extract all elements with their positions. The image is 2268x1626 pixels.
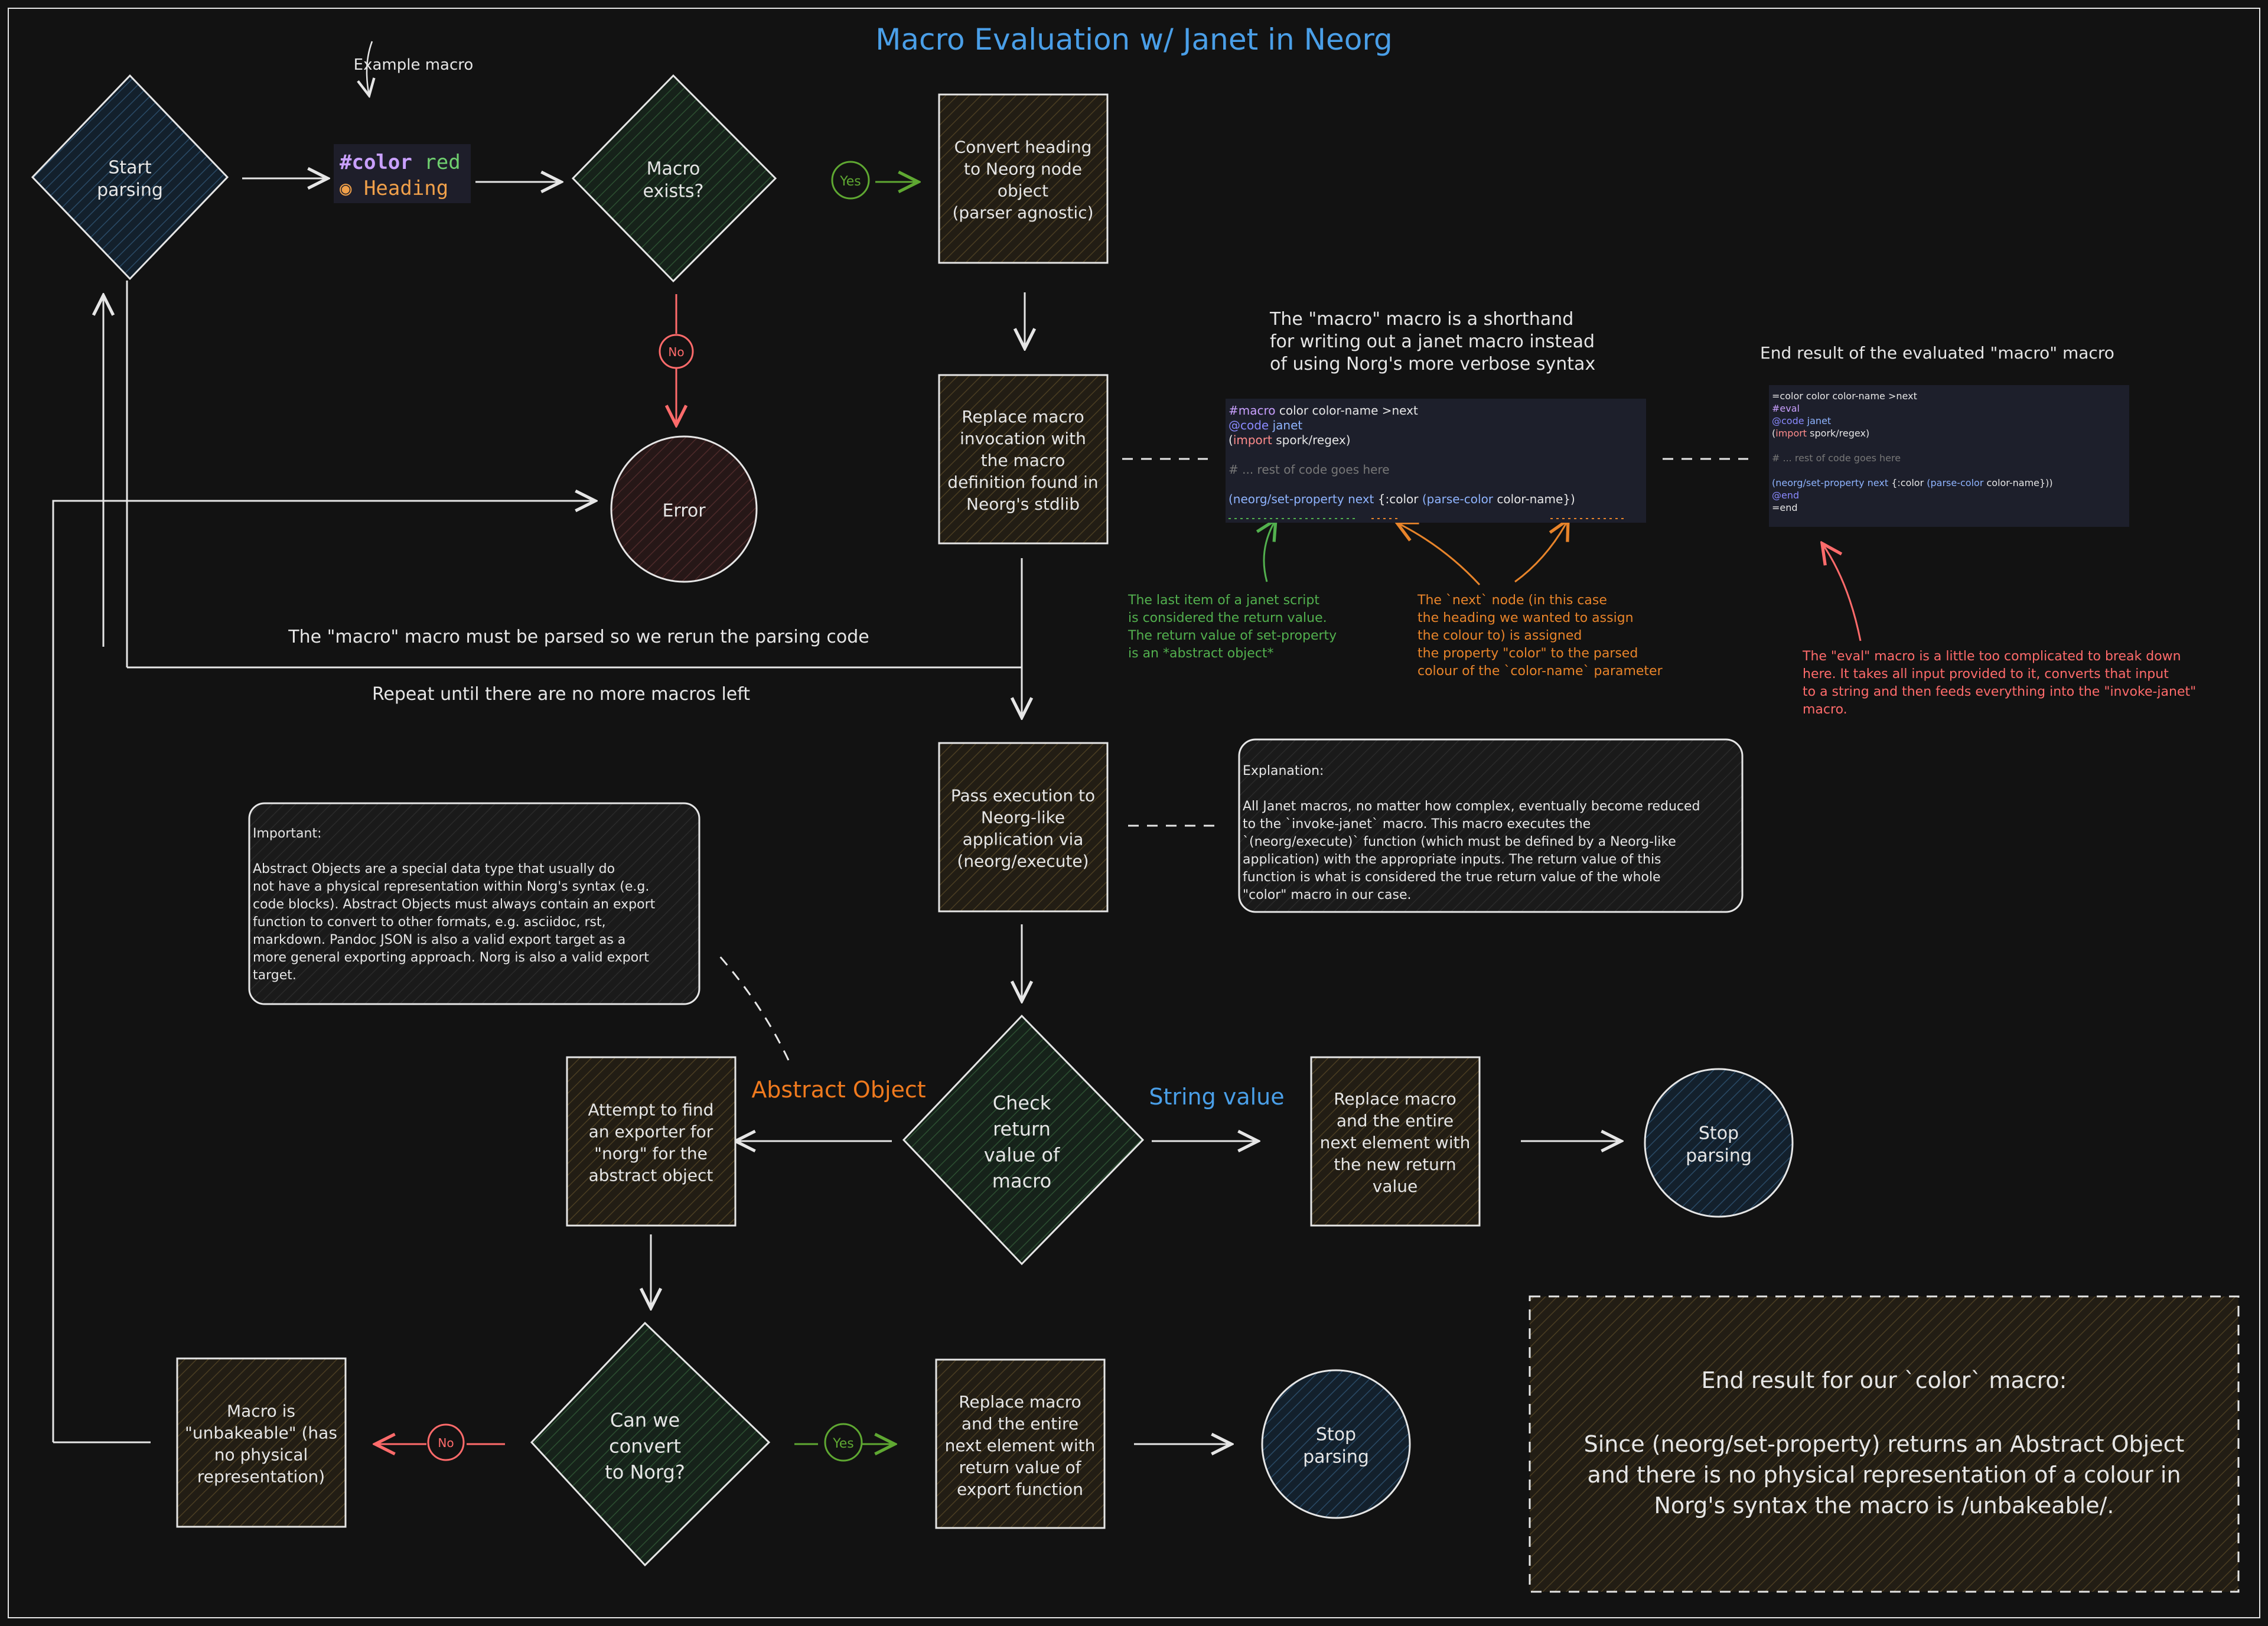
code-line: #macro color color-name >next bbox=[1228, 403, 1418, 418]
svg-text:Explanation:All Janet macros,: Explanation:All Janet macros, no matter … bbox=[1243, 764, 1700, 902]
code-line: (neorg/set-property next {:color (parse-… bbox=[1228, 492, 1575, 506]
important-note-box: Important:Abstract Objects are a special… bbox=[248, 802, 700, 1005]
code-line: @code janet bbox=[1228, 418, 1302, 432]
repeat-note: Repeat until there are no more macros le… bbox=[372, 684, 750, 705]
svg-text:Since (neorg/set-property) ret: Since (neorg/set-property) returns an Ab… bbox=[1584, 1431, 2185, 1519]
code-line: # ... rest of code goes here bbox=[1228, 462, 1390, 477]
edges bbox=[52, 41, 1621, 1444]
svg-text:Yes: Yes bbox=[832, 1436, 854, 1451]
diagram-title: Macro Evaluation w/ Janet in Neorg bbox=[875, 22, 1393, 57]
example-macro-box: #color red ◉ Heading bbox=[334, 144, 471, 203]
svg-text:No: No bbox=[438, 1436, 454, 1450]
svg-text:◉ Heading: ◉ Heading bbox=[340, 177, 448, 200]
svg-text:Error: Error bbox=[662, 501, 706, 522]
code-line: # ... rest of code goes here bbox=[1772, 452, 1901, 464]
svg-text:#color red: #color red bbox=[340, 151, 461, 174]
yes-badge-2: Yes bbox=[824, 1423, 863, 1462]
code-line: (import spork/regex) bbox=[1772, 428, 1869, 439]
svg-text:Yes: Yes bbox=[839, 174, 861, 189]
rerun-note: The "macro" macro must be parsed so we r… bbox=[288, 627, 869, 647]
code-line: #eval bbox=[1772, 403, 1800, 414]
string-value-label: String value bbox=[1149, 1084, 1284, 1110]
code-block-macro: #macro color color-name >next@code janet… bbox=[1226, 399, 1646, 523]
svg-text:No: No bbox=[668, 345, 684, 359]
error-node: Error bbox=[610, 435, 758, 583]
code-line: =end bbox=[1772, 502, 1798, 513]
code-line: =color color color-name >next bbox=[1772, 390, 1917, 402]
example-macro-label: Example macro bbox=[354, 56, 474, 74]
svg-text:Important:Abstract Objects are: Important:Abstract Objects are a special… bbox=[253, 826, 656, 983]
no-badge-2: No bbox=[427, 1423, 465, 1461]
code-line: (import spork/regex) bbox=[1228, 433, 1351, 447]
end-result-eval-note: End result of the evaluated "macro" macr… bbox=[1760, 343, 2114, 363]
yes-badge-1: Yes bbox=[831, 161, 870, 200]
outer-frame bbox=[8, 8, 2260, 1618]
final-result-box: End result for our `color` macro: Since … bbox=[1529, 1295, 2240, 1593]
explanation-note-box: Explanation:All Janet macros, no matter … bbox=[1238, 738, 1744, 913]
eval-macro-note: The "eval" macro is a little too complic… bbox=[1802, 649, 2196, 717]
svg-text:End result for our `color` mac: End result for our `color` macro: bbox=[1702, 1367, 2067, 1393]
code-line: @code janet bbox=[1772, 415, 1831, 426]
dashed-connectors bbox=[716, 458, 1748, 1061]
code-block-eval: =color color color-name >next#eval@code … bbox=[1769, 385, 2129, 527]
abstract-object-label: Abstract Object bbox=[751, 1077, 926, 1103]
no-badge-1: No bbox=[659, 334, 694, 369]
code-line: (neorg/set-property next {:color (parse-… bbox=[1772, 477, 2053, 488]
code-line: @end bbox=[1772, 490, 1799, 501]
